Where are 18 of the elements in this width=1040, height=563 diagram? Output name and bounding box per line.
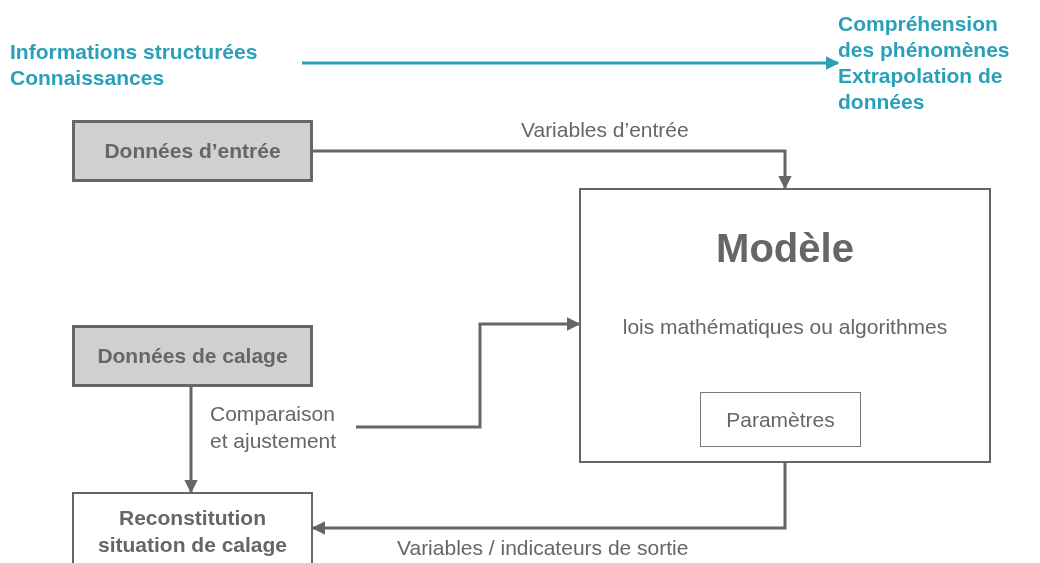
arrow bbox=[313, 149, 792, 190]
box-label: Reconstitution situation de calage bbox=[96, 505, 289, 559]
arrow bbox=[356, 317, 581, 429]
box-label: Paramètres bbox=[726, 407, 835, 432]
box-label: Données de calage bbox=[97, 344, 288, 368]
note-text: Compréhension des phénomènes Extrapolation de données bbox=[838, 10, 1011, 116]
process-box bbox=[72, 492, 313, 563]
parameter-box bbox=[700, 392, 861, 447]
note-text: Comparaison et ajustement bbox=[210, 400, 338, 454]
data-box bbox=[72, 120, 313, 182]
data-box bbox=[72, 325, 313, 387]
note-text: Informations structurées Connaissances bbox=[10, 38, 259, 91]
arrow bbox=[302, 56, 840, 70]
model-box bbox=[579, 188, 991, 463]
model-description: lois mathématiques ou algorithmes bbox=[622, 315, 948, 339]
arrow bbox=[184, 387, 198, 494]
model-title: Modèle bbox=[716, 226, 854, 271]
box-label: Données d’entrée bbox=[104, 139, 281, 163]
